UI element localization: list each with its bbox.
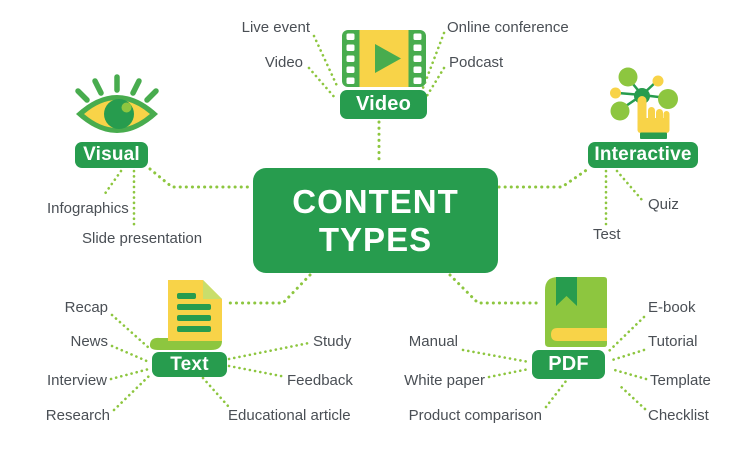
- item-infographics: Infographics: [47, 200, 129, 217]
- connector-interview: [109, 367, 151, 381]
- item-recap: Recap: [64, 299, 108, 316]
- eye-lashes: [75, 74, 159, 103]
- pointer-hand: [637, 96, 670, 133]
- document-fold: [203, 280, 222, 299]
- touch-network-icon: [610, 67, 678, 139]
- eye-icon: [75, 74, 159, 133]
- pdf-badge: PDF: [532, 350, 605, 379]
- hand-cuff: [640, 132, 667, 139]
- connector-center-text: [224, 273, 312, 305]
- item-checklist: Checklist: [648, 407, 709, 424]
- item-video: Video: [264, 54, 303, 71]
- connector-research: [112, 374, 151, 412]
- document-text-lines: [177, 293, 211, 332]
- item-educational-article: Educational article: [228, 407, 351, 424]
- network-node: [658, 89, 678, 109]
- connector-quiz: [615, 169, 644, 202]
- network-node: [610, 101, 630, 121]
- connector-study: [227, 341, 311, 361]
- connector-feedback: [227, 364, 288, 379]
- network-node: [618, 67, 638, 87]
- connector-educational-article: [201, 376, 230, 408]
- connector-product-comparison: [544, 379, 568, 409]
- network-node: [652, 75, 664, 87]
- item-slide-presentation: Slide presentation: [82, 230, 203, 247]
- connector-recap: [110, 313, 151, 350]
- item-tutorial: Tutorial: [648, 333, 698, 350]
- connector-manual: [461, 348, 531, 364]
- text-badge: Text: [152, 352, 227, 377]
- item-podcast: Podcast: [449, 54, 504, 71]
- film-sprocket-holes: [346, 33, 422, 84]
- item-ebook: E-book: [648, 299, 696, 316]
- video-badge: Video: [340, 90, 427, 119]
- connector-news: [110, 344, 151, 364]
- network-node: [610, 87, 621, 99]
- book-pages: [551, 328, 607, 341]
- item-quiz: Quiz: [648, 196, 679, 213]
- connector-infographics: [102, 169, 123, 197]
- item-live-event: Live event: [241, 19, 310, 36]
- connector-center-visual: [148, 167, 253, 189]
- item-study: Study: [313, 333, 352, 350]
- item-news: News: [70, 333, 108, 350]
- interactive-badge: Interactive: [588, 142, 698, 168]
- item-product-comparison: Product comparison: [408, 407, 542, 424]
- center-title-line1: CONTENT: [292, 182, 459, 220]
- item-connectors: [102, 31, 648, 412]
- connector-online-conference: [421, 31, 446, 90]
- film-strip-icon: [342, 30, 426, 87]
- item-manual: Manual: [408, 333, 458, 350]
- connector-podcast: [423, 66, 446, 101]
- connector-ebook: [607, 315, 646, 353]
- item-white-paper: White paper: [404, 372, 485, 389]
- connector-live-event: [312, 34, 340, 90]
- item-online-conference: Online conference: [447, 19, 569, 36]
- connector-center-interactive: [497, 167, 590, 189]
- eye-glint: [121, 102, 132, 113]
- item-interview: Interview: [46, 372, 107, 389]
- visual-badge: Visual: [75, 142, 148, 168]
- center-title-line2: TYPES: [318, 220, 433, 258]
- connector-checklist: [616, 382, 647, 411]
- connector-white-paper: [487, 367, 531, 379]
- bookmark-ribbon: [556, 277, 577, 306]
- item-feedback: Feedback: [287, 372, 353, 389]
- connector-tutorial: [607, 348, 646, 363]
- connector-template: [609, 367, 648, 381]
- play-icon: [375, 44, 401, 73]
- connector-center-pdf: [448, 273, 543, 305]
- item-test: Test: [593, 226, 621, 243]
- document-icon: [149, 280, 222, 350]
- item-template: Template: [650, 372, 711, 389]
- center-connectors: [148, 120, 590, 305]
- center-title-box: CONTENT TYPES: [253, 168, 498, 273]
- connector-video-item: [307, 66, 338, 101]
- item-research: Research: [45, 407, 110, 424]
- book-icon: [545, 277, 607, 347]
